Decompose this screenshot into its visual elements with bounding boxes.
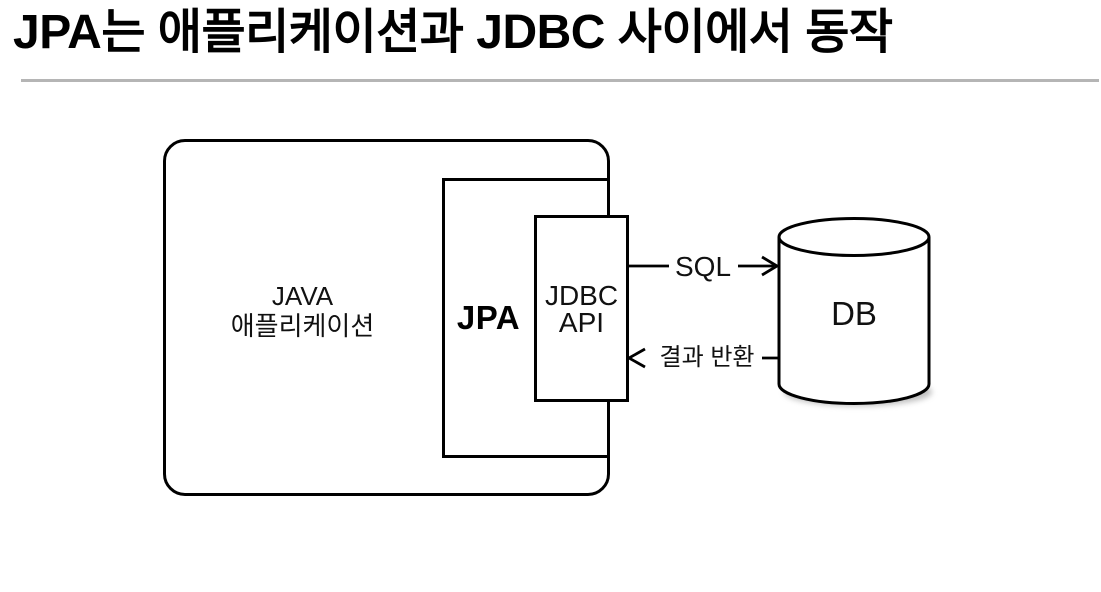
java-application-label-line2: 애플리케이션 <box>230 311 375 341</box>
sql-label: SQL <box>674 251 732 282</box>
jpa-label: JPA <box>456 299 521 336</box>
page-title: JPA는 애플리케이션과 JDBC 사이에서 동작 <box>13 6 893 59</box>
java-application-label-line1: JAVA <box>271 281 334 311</box>
result-arrowhead-icon <box>626 347 646 369</box>
jdbc-api-box: JDBC API <box>534 215 629 402</box>
jdbc-api-label-line1: JDBC <box>544 279 619 311</box>
title-divider <box>21 79 1099 82</box>
db-label: DB <box>831 295 877 332</box>
java-application-label: JAVA 애플리케이션 <box>163 281 442 341</box>
jdbc-api-label-line2: API <box>558 306 605 338</box>
sql-arrowhead-icon <box>761 255 780 277</box>
result-return-label: 결과 반환 <box>659 344 755 371</box>
